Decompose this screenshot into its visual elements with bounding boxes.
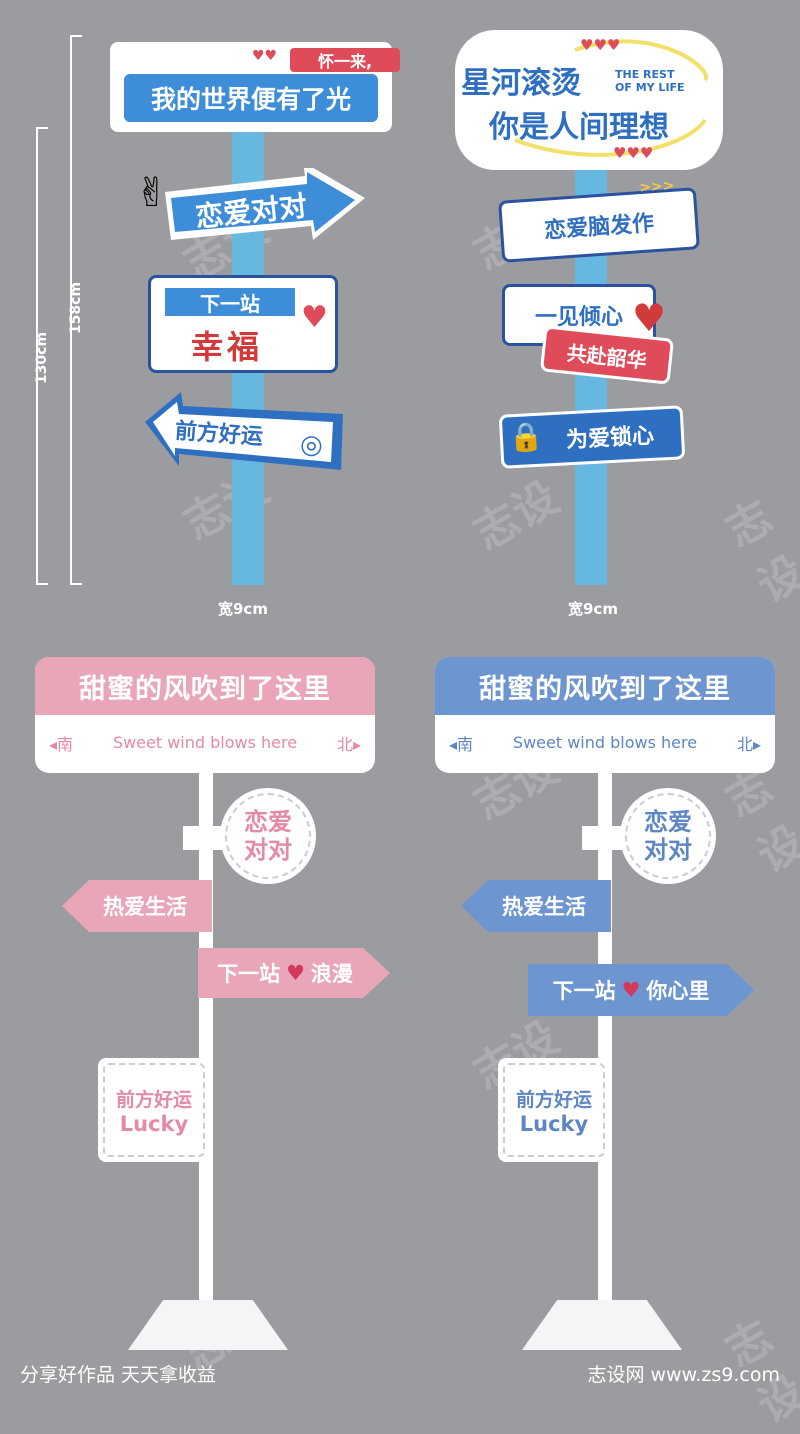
hand-icon: ✌ bbox=[135, 170, 169, 216]
blue-square-sign: 前方好运 Lucky bbox=[498, 1058, 610, 1162]
right-sign-1-line2: 你是人间理想 bbox=[489, 110, 669, 145]
pink-circle-sign: 恋爱 对对 bbox=[220, 788, 316, 884]
dimension-tick bbox=[70, 35, 82, 37]
right-sign-3-bottom-text: 共赴韶华 bbox=[565, 340, 648, 373]
left-sign-1-tag: 怀一来, bbox=[317, 52, 373, 71]
arrow-left-icon bbox=[145, 392, 343, 470]
right-sign-1: ♥♥♥ 星河滚烫 THE REST OF MY LIFE 你是人间理想 ♥♥♥ bbox=[455, 30, 723, 170]
watermark: 志设 bbox=[465, 471, 568, 560]
pink-north-label: 北▸ bbox=[336, 734, 361, 754]
pink-square-sign: 前方好运 Lucky bbox=[98, 1058, 210, 1162]
lock-icon: 🔒 bbox=[508, 419, 545, 455]
right-sign-4-text: 为爱锁心 bbox=[565, 423, 655, 454]
blue-title-sign: 甜蜜的风吹到了这里 ◂南 Sweet wind blows here 北▸ bbox=[435, 657, 775, 773]
blue-circle-sign: 恋爱 对对 bbox=[620, 788, 716, 884]
hearts-icon: ♥♥♥ bbox=[580, 36, 621, 54]
blue-arrow-right-sign: 下一站 ♥ 你心里 bbox=[528, 964, 754, 1016]
pink-square-line1: 前方好运 bbox=[115, 1088, 192, 1111]
pink-stand-pole bbox=[199, 770, 213, 1340]
heart-arrow-icon: ♥ bbox=[632, 296, 667, 340]
pink-circle-line1: 恋爱 bbox=[244, 808, 292, 836]
blue-stand-base bbox=[522, 1300, 682, 1350]
blue-square-line1: 前方好运 bbox=[515, 1088, 592, 1111]
blue-stand-pole bbox=[598, 770, 612, 1340]
blue-arrow-left-text: 热爱生活 bbox=[502, 895, 586, 919]
pink-square-line2: Lucky bbox=[119, 1111, 189, 1136]
heart-icon: ♥ bbox=[621, 978, 641, 1002]
dimension-tick bbox=[70, 583, 82, 585]
blue-arrow-left-sign: 热爱生活 bbox=[461, 880, 611, 932]
footer-left: 分享好作品 天天拿收益 bbox=[20, 1364, 217, 1386]
width-label-left: 宽9cm bbox=[218, 600, 268, 618]
pink-sub-title: Sweet wind blows here bbox=[112, 733, 298, 752]
blue-arrow-right-b: 你心里 bbox=[646, 979, 710, 1003]
hearts-icon: ♥♥♥ bbox=[613, 144, 654, 162]
width-label-right: 宽9cm bbox=[568, 600, 618, 618]
pink-title-sign: 甜蜜的风吹到了这里 ◂南 Sweet wind blows here 北▸ bbox=[35, 657, 375, 773]
pink-stand-base bbox=[128, 1300, 288, 1350]
left-sign-4-text: 前方好运 bbox=[174, 418, 264, 451]
blue-title: 甜蜜的风吹到了这里 bbox=[435, 657, 775, 715]
right-sign-1-en: THE REST OF MY LIFE bbox=[615, 68, 685, 94]
left-sign-2: ✌ 恋爱对对 bbox=[135, 168, 367, 240]
blue-square-line2: Lucky bbox=[519, 1111, 589, 1136]
right-sign-2-text: 恋爱脑发作 bbox=[543, 211, 655, 244]
dimension-label-158: 158cm bbox=[68, 281, 85, 335]
swirl-icon: ◎ bbox=[300, 430, 323, 460]
dimension-label-130: 130cm bbox=[34, 331, 51, 385]
pink-south-label: ◂南 bbox=[49, 734, 74, 754]
left-sign-3-bottom: 幸福 bbox=[191, 328, 264, 366]
chevrons-icon: >>> bbox=[638, 177, 675, 197]
blue-circle-line1: 恋爱 bbox=[644, 808, 692, 836]
pink-circle-line2: 对对 bbox=[244, 836, 292, 864]
right-sign-1-line1: 星河滚烫 bbox=[461, 66, 581, 101]
pink-arrow-left-sign: 热爱生活 bbox=[62, 880, 212, 932]
left-sign-1: 我的世界便有了光 怀一来, ♥♥ bbox=[110, 42, 400, 132]
left-sign-4: 前方好运 ◎ bbox=[145, 392, 345, 472]
pink-arrow-right-sign: 下一站 ♥ 浪漫 bbox=[198, 948, 390, 998]
dimension-tick bbox=[36, 583, 48, 585]
dimension-line-130 bbox=[36, 127, 38, 585]
left-sign-1-main: 我的世界便有了光 bbox=[150, 85, 351, 114]
orbit-arrow-icon bbox=[514, 39, 709, 157]
dimension-tick bbox=[36, 127, 48, 129]
finger-heart-icon: ♥ bbox=[301, 300, 328, 335]
watermark: 志设 bbox=[717, 491, 800, 613]
right-sign-2: 恋爱脑发作 >>> bbox=[498, 178, 700, 263]
blue-sub-title: Sweet wind blows here bbox=[512, 733, 698, 752]
footer-right: 志设网 www.zs9.com bbox=[587, 1364, 780, 1386]
pink-title: 甜蜜的风吹到了这里 bbox=[35, 657, 375, 715]
left-sign-3-top: 下一站 bbox=[200, 291, 260, 316]
blue-circle-line2: 对对 bbox=[644, 836, 692, 864]
pink-arrow-right-a: 下一站 bbox=[217, 962, 281, 986]
heart-icon: ♥♥ bbox=[252, 48, 278, 64]
arrow-right-icon bbox=[165, 168, 365, 240]
blue-north-label: 北▸ bbox=[736, 734, 761, 754]
left-sign-3: 下一站 幸福 ♥ bbox=[148, 275, 338, 373]
right-sign-4: 🔒 为爱锁心 bbox=[498, 405, 686, 469]
dimension-line-158 bbox=[70, 35, 72, 585]
heart-icon: ♥ bbox=[286, 961, 305, 985]
blue-arrow-right-a: 下一站 bbox=[552, 979, 616, 1003]
pink-arrow-right-b: 浪漫 bbox=[310, 962, 353, 986]
pink-arrow-left-text: 热爱生活 bbox=[103, 895, 187, 919]
blue-south-label: ◂南 bbox=[449, 734, 474, 754]
